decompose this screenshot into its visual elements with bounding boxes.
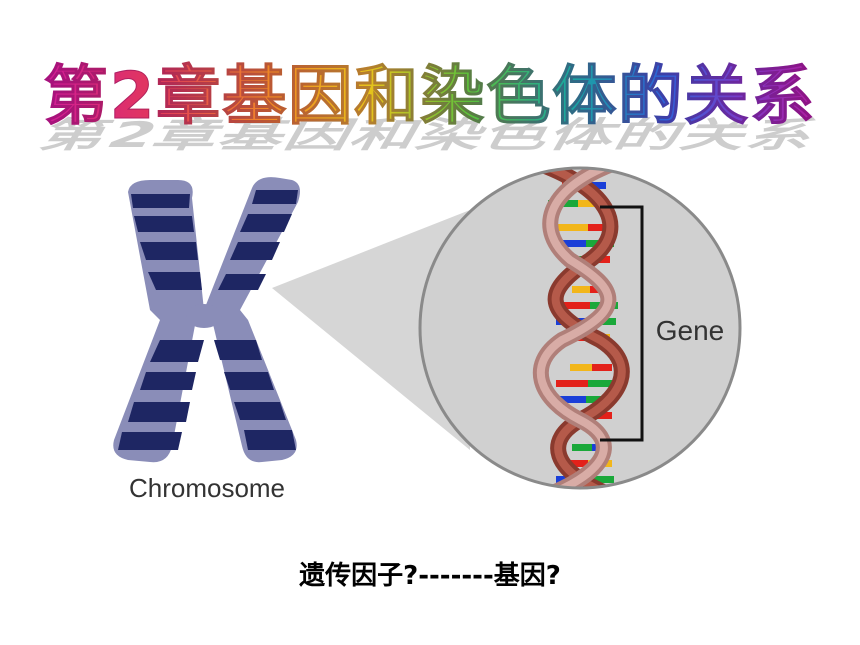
gene-bracket (600, 205, 644, 442)
chromosome-label: Chromosome (129, 473, 285, 503)
slide-title: 第2章基因和染色体的关系 (40, 52, 820, 142)
chromosome-gene-diagram: Gene Chromosome (113, 166, 742, 503)
slide-title-container: 第2章基因和染色体的关系 第2章基因和染色体的关系 (32, 52, 828, 156)
chromosome-gene-figure: Gene Chromosome (0, 150, 860, 520)
gene-label: Gene (656, 315, 725, 346)
slide-caption: 遗传因子?-------基因? (299, 561, 561, 591)
zoom-cone (272, 210, 470, 450)
chromosome-icon (113, 177, 300, 463)
